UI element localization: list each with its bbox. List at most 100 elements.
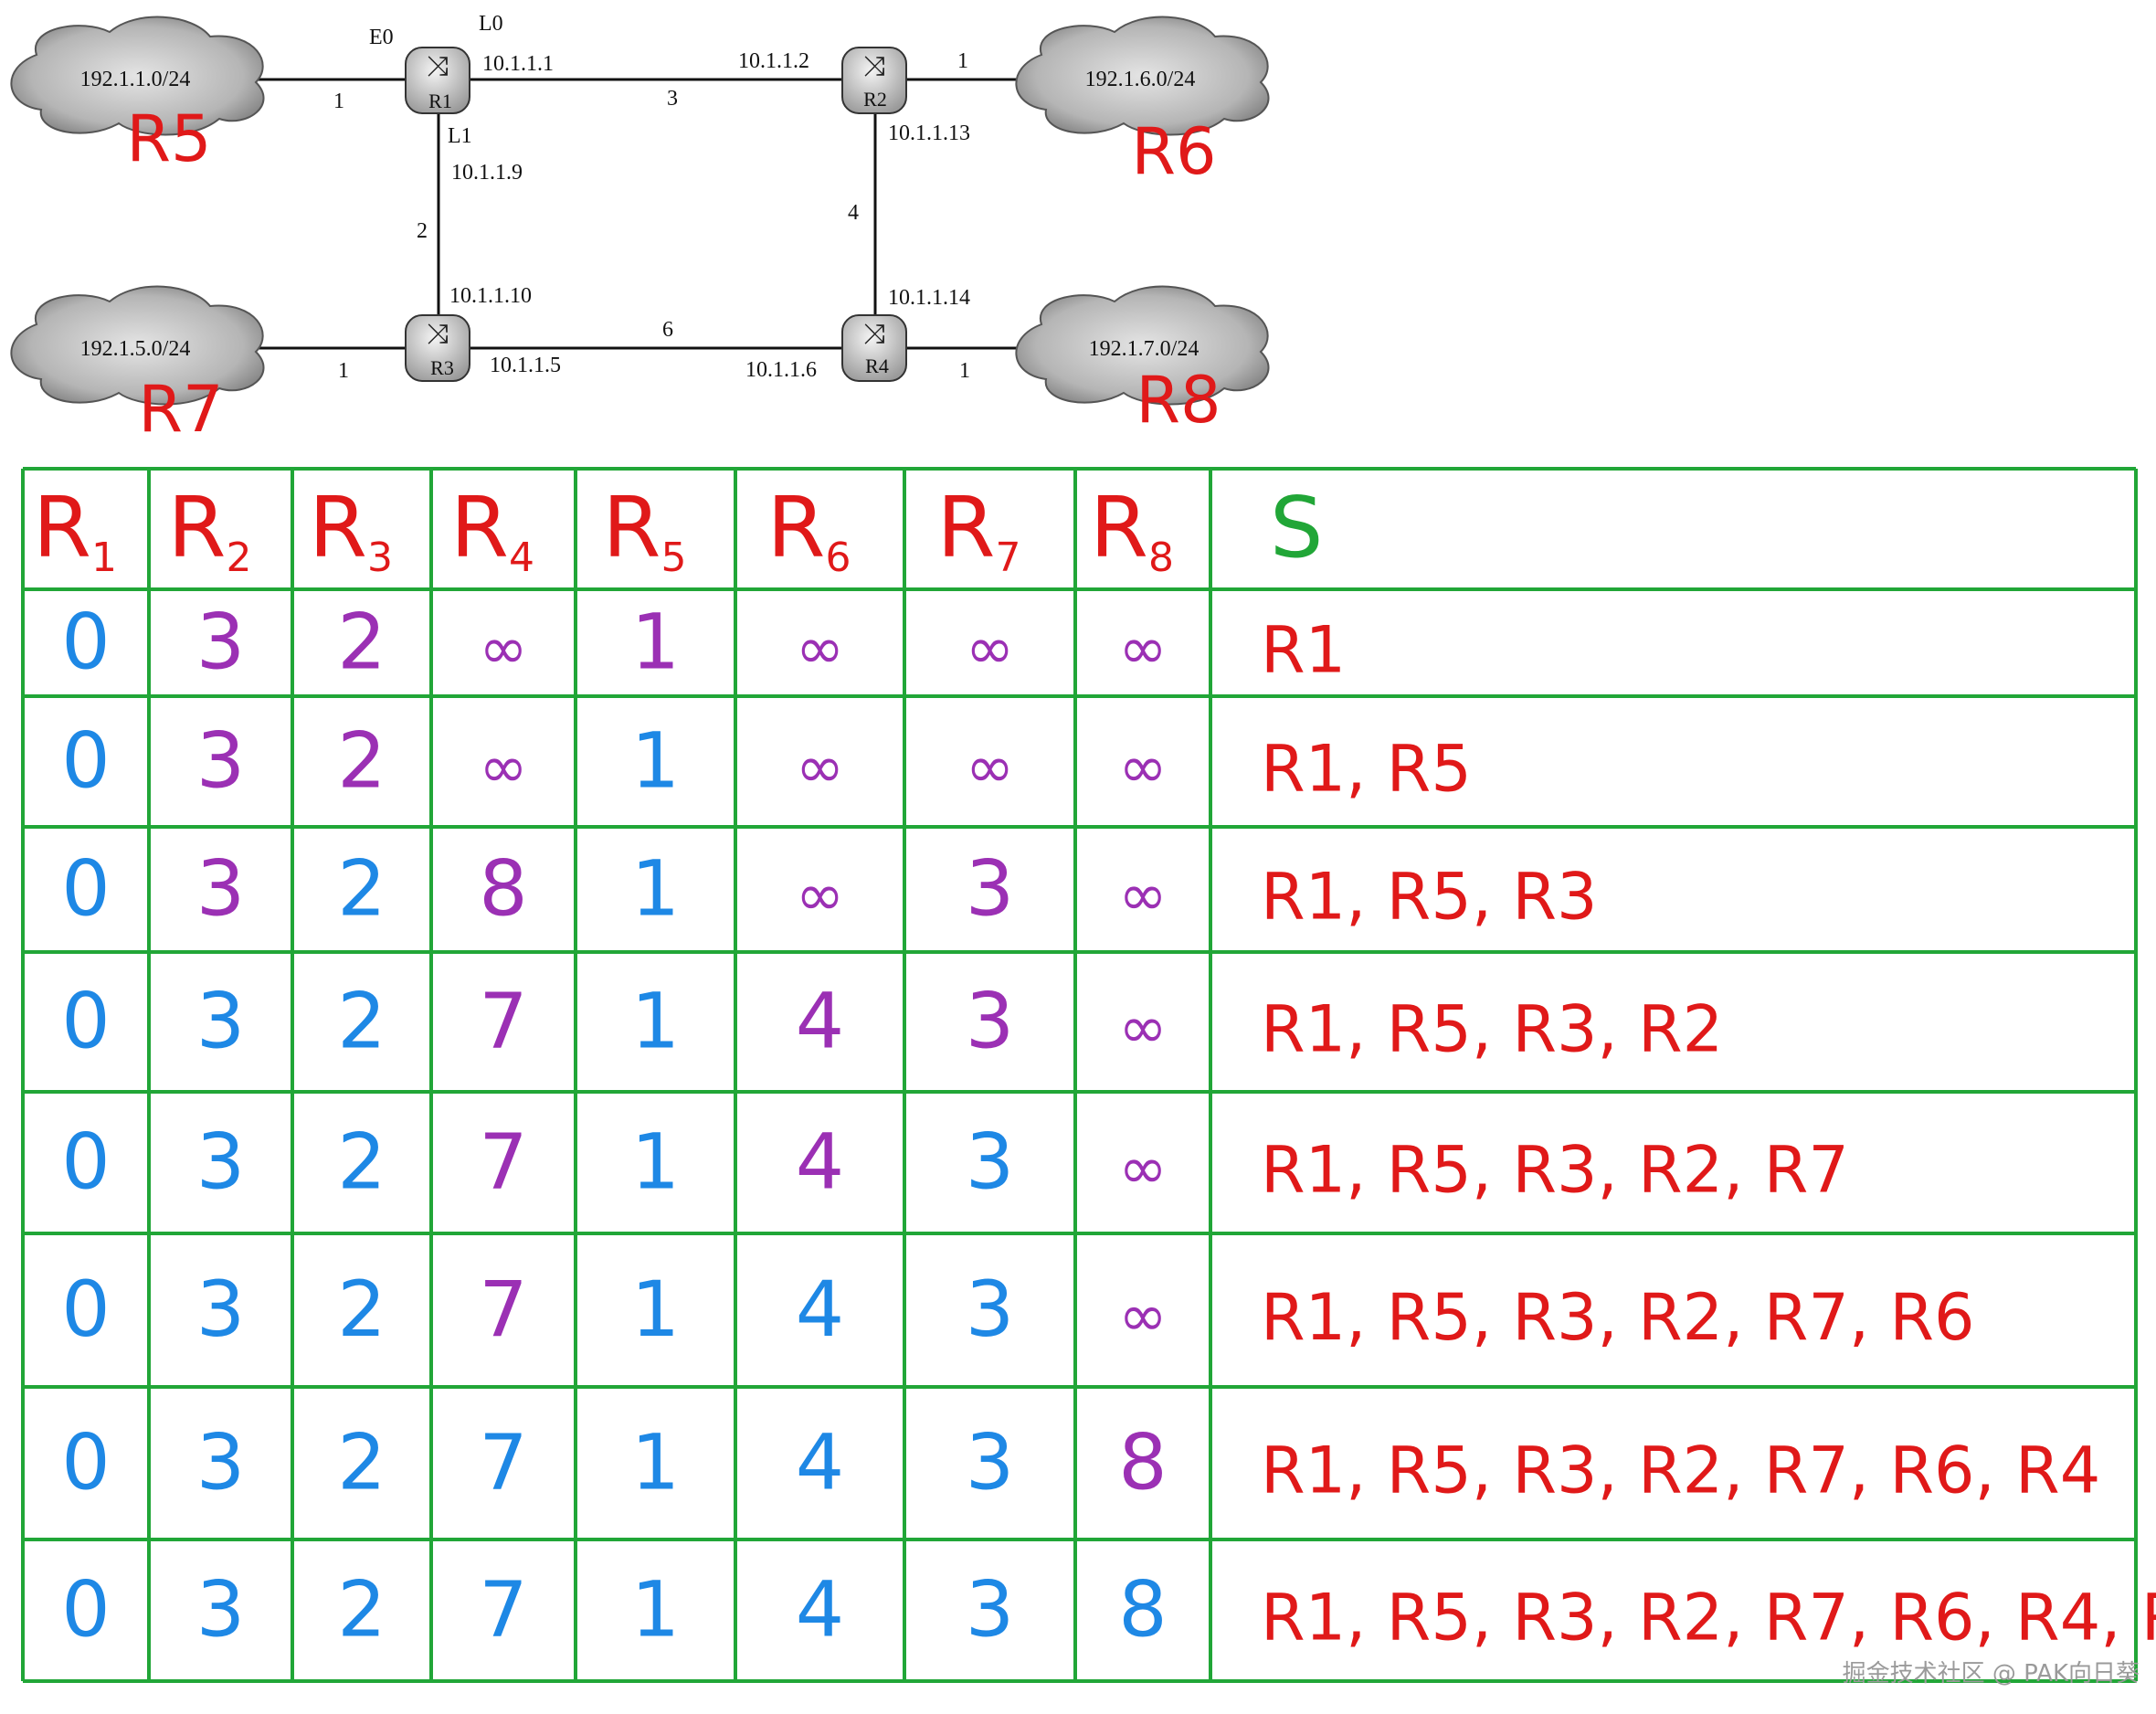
visited-set-cell: R1, R5, R3, R2, R7, R6, R4, R8: [1261, 1581, 2156, 1656]
header-cell: R1: [33, 479, 117, 581]
table-grid: [21, 467, 2138, 1683]
subnet-label: 192.1.1.0/24: [80, 68, 191, 91]
header-base: R: [1090, 479, 1148, 577]
header-base: R: [603, 479, 661, 577]
header-subscript: 1: [91, 534, 117, 581]
distance-cell: 8: [479, 844, 527, 934]
distance-cell: 4: [796, 1565, 844, 1655]
distance-cell: 1: [631, 977, 680, 1066]
visited-set-cell: R1: [1261, 613, 1346, 688]
distance-cell: 4: [796, 977, 844, 1066]
cloud-tag-r8: R8: [1136, 363, 1221, 438]
distance-cell: ∞: [966, 735, 1014, 802]
link-cost: 6: [662, 318, 673, 342]
cloud-r5: 192.1.1.0/24 R5: [10, 16, 265, 176]
router-r3: ⤨ R3: [405, 314, 470, 382]
address-label: 10.1.1.14: [888, 286, 970, 310]
link-cost: 1: [338, 359, 349, 383]
visited-set-cell: R1, R5, R3, R2: [1261, 992, 1723, 1067]
cloud-r8: 192.1.7.0/24 R8: [1015, 285, 1270, 438]
distance-cell: 1: [631, 1117, 680, 1207]
links: [248, 78, 1032, 350]
link-cost: 1: [957, 49, 968, 73]
distance-cell: 2: [337, 1264, 386, 1354]
network-diagram: 192.1.1.0/24 R5 192.1.6.0/24 R6 192.1.5.…: [10, 12, 1270, 447]
router-label: R1: [428, 90, 452, 112]
link-cost: 4: [848, 201, 859, 225]
distance-cell: 0: [61, 716, 110, 806]
distance-cell: 0: [61, 1117, 110, 1207]
header-cell: R5: [603, 479, 687, 581]
distance-cell: 2: [337, 844, 386, 934]
distance-cell: 3: [196, 1565, 245, 1655]
distance-cell: ∞: [479, 735, 527, 802]
distance-cell: 7: [479, 1418, 527, 1508]
distance-cell: 0: [61, 844, 110, 934]
distance-cell: 3: [966, 1264, 1014, 1354]
cloud-tag-r6: R6: [1131, 114, 1216, 189]
distance-cell: ∞: [796, 862, 844, 930]
address-label: 10.1.1.6: [745, 358, 817, 382]
router-label: R4: [865, 354, 889, 377]
router-r2: ⤨ R2: [841, 47, 907, 114]
header-subscript: 6: [825, 534, 851, 581]
header-subscript: 4: [509, 534, 534, 581]
distance-cell: 2: [337, 1565, 386, 1655]
distance-cell: ∞: [1118, 735, 1167, 802]
distance-cell: 1: [631, 716, 680, 806]
distance-cell: 3: [966, 844, 1014, 934]
distance-cell: ∞: [796, 616, 844, 683]
header-base: R: [168, 479, 227, 577]
distance-cell: ∞: [1118, 995, 1167, 1063]
router-arrows-icon: ⤨: [863, 50, 885, 82]
header-subscript: 7: [995, 534, 1020, 581]
router-arrows-icon: ⤨: [427, 318, 449, 350]
distance-cell: ∞: [796, 735, 844, 802]
router-r4: ⤨ R4: [841, 314, 907, 382]
distance-cell: 1: [631, 1418, 680, 1508]
header-base: R: [767, 479, 826, 577]
address-label: 10.1.1.13: [888, 122, 970, 145]
interface-e0-label: E0: [369, 26, 394, 49]
distance-cell: 2: [337, 598, 386, 687]
header-base: R: [309, 479, 367, 577]
header-cell: R6: [767, 479, 851, 581]
header-subscript: 8: [1148, 534, 1174, 581]
distance-cell: 3: [196, 844, 245, 934]
header-cell: R8: [1090, 479, 1174, 581]
header-cell: R3: [309, 479, 393, 581]
distance-cell: 3: [196, 716, 245, 806]
distance-cell: 0: [61, 1565, 110, 1655]
cloud-tag-r7: R7: [138, 372, 223, 447]
cloud-tag-r5: R5: [126, 101, 211, 176]
distance-cell: ∞: [1118, 862, 1167, 930]
interface-l1-label: L1: [448, 124, 472, 148]
distance-cell: 7: [479, 1264, 527, 1354]
link-cost: 1: [333, 90, 344, 113]
cloud-r7: 192.1.5.0/24 R7: [10, 285, 265, 447]
header-base: R: [450, 479, 509, 577]
visited-set-cell: R1, R5, R3, R2, R7: [1261, 1133, 1849, 1208]
subnet-label: 192.1.6.0/24: [1085, 68, 1196, 91]
link-cost: 1: [959, 359, 970, 383]
distance-cell: 1: [631, 1264, 680, 1354]
visited-set-cell: R1, R5, R3: [1261, 860, 1598, 935]
link-cost: 2: [417, 219, 428, 243]
header-subscript: 3: [367, 534, 393, 581]
router-arrows-icon: ⤨: [863, 318, 885, 350]
distance-cell: ∞: [1118, 1283, 1167, 1350]
distance-cell: 0: [61, 598, 110, 687]
router-arrows-icon: ⤨: [427, 50, 449, 82]
distance-cell: 7: [479, 1117, 527, 1207]
address-label: 10.1.1.5: [490, 354, 561, 377]
distance-cell: 2: [337, 1117, 386, 1207]
distance-cell: 7: [479, 1565, 527, 1655]
header-subscript: 2: [226, 534, 251, 581]
visited-set-cell: R1, R5, R3, R2, R7, R6: [1261, 1280, 1975, 1355]
distance-cell: 2: [337, 977, 386, 1066]
distance-cell: 3: [196, 1264, 245, 1354]
